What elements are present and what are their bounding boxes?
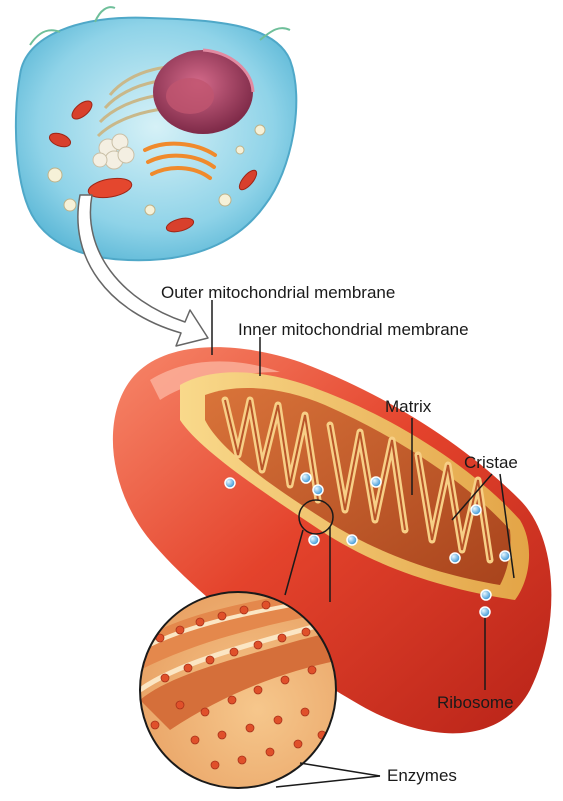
enzyme: [218, 731, 226, 739]
ribosome: [450, 553, 460, 563]
enzyme: [302, 628, 310, 636]
enzyme: [262, 601, 270, 609]
enzyme: [151, 721, 159, 729]
enzyme: [240, 606, 248, 614]
enzyme: [266, 748, 274, 756]
label-inner-mitochondrial-membrane: Inner mitochondrial membrane: [238, 320, 469, 340]
enzyme: [281, 676, 289, 684]
leader-enzymes-b: [276, 776, 380, 787]
label-ribosome: Ribosome: [437, 693, 514, 713]
enzyme: [206, 656, 214, 664]
enzyme: [201, 708, 209, 716]
enzyme: [246, 724, 254, 732]
enzyme: [218, 612, 226, 620]
nucleus: [153, 50, 253, 134]
leader-enzymes-a: [300, 763, 380, 776]
ribosome: [500, 551, 510, 561]
ribosome: [301, 473, 311, 483]
enzyme: [228, 696, 236, 704]
ribosome: [225, 478, 235, 488]
enzyme: [254, 686, 262, 694]
enzyme: [254, 641, 262, 649]
enzyme: [176, 701, 184, 709]
ribosome: [313, 485, 323, 495]
label-matrix: Matrix: [385, 397, 431, 417]
enzyme: [238, 756, 246, 764]
ribosome: [347, 535, 357, 545]
enzyme: [191, 736, 199, 744]
enzyme: [196, 618, 204, 626]
label-cristae: Cristae: [464, 453, 518, 473]
ribosome: [480, 607, 490, 617]
ribosome: [471, 505, 481, 515]
enzyme: [230, 648, 238, 656]
enzyme: [161, 674, 169, 682]
ribosome: [481, 590, 491, 600]
enzyme: [274, 716, 282, 724]
enzyme: [294, 740, 302, 748]
enzyme: [211, 761, 219, 769]
enzyme: [184, 664, 192, 672]
ribosome: [371, 477, 381, 487]
enzyme: [176, 626, 184, 634]
label-enzymes: Enzymes: [387, 766, 457, 786]
enzyme: [278, 634, 286, 642]
enzyme: [301, 708, 309, 716]
label-outer-mitochondrial-membrane: Outer mitochondrial membrane: [161, 283, 395, 303]
ribosome: [309, 535, 319, 545]
enzyme: [308, 666, 316, 674]
animal-cell-illustration: [16, 7, 296, 260]
